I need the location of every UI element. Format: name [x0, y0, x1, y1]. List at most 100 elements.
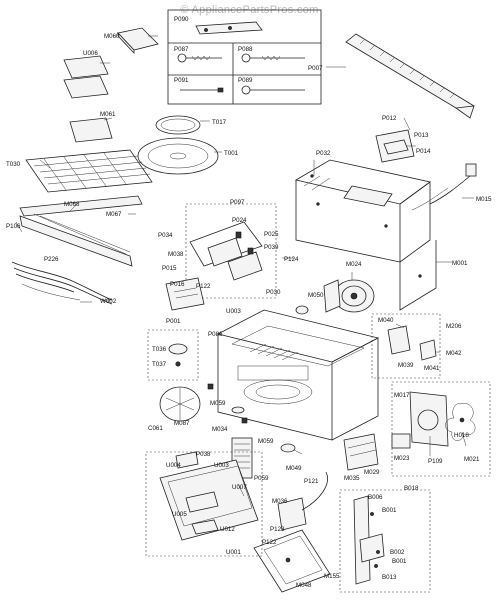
fastener-box	[167, 9, 322, 105]
label-p226: P226	[44, 256, 59, 263]
label-m015: M015	[476, 196, 492, 203]
vent-grille-p007	[345, 33, 475, 119]
label-p087: P087	[174, 46, 189, 53]
label-m035: M035	[344, 475, 360, 482]
label-p122a: P122	[196, 283, 211, 290]
control-panel-m068	[19, 195, 143, 267]
lead-lines	[15, 35, 474, 497]
label-u003a: U003	[226, 308, 241, 315]
label-p086: P086	[208, 331, 223, 338]
label-m087: M087	[174, 420, 190, 427]
coupler-t036	[147, 329, 199, 381]
label-p124: P124	[284, 256, 299, 263]
label-b006: B006	[368, 494, 383, 501]
label-u007: U007	[232, 484, 247, 491]
label-p030: P030	[266, 289, 281, 296]
cooling-fan-m038	[277, 471, 328, 531]
label-p024: P024	[232, 217, 247, 224]
label-m034: M034	[212, 426, 228, 433]
bracket-p012	[375, 129, 415, 163]
outer-cabinet-m001	[294, 159, 437, 311]
label-m023: M023	[394, 455, 410, 462]
label-p097: P097	[230, 199, 245, 206]
label-p123: P123	[270, 526, 285, 533]
label-u003b: U003	[214, 462, 229, 469]
label-m060: M060	[104, 33, 120, 40]
thermistor-m015	[411, 163, 477, 211]
label-m050: M050	[308, 292, 324, 299]
transformer-m029	[343, 433, 379, 471]
grease-filter-u006	[63, 55, 109, 99]
label-p013: P013	[414, 132, 429, 139]
label-u004: U004	[166, 462, 181, 469]
label-b018: B018	[404, 485, 419, 492]
label-u012: U012	[220, 526, 235, 533]
label-m021: M021	[464, 456, 480, 463]
label-p059: P059	[254, 475, 269, 482]
label-p001: P001	[166, 318, 181, 325]
label-m001: M001	[452, 260, 468, 267]
wire-harness-p226	[11, 261, 113, 305]
label-t001: T001	[224, 150, 239, 157]
label-u005: U005	[172, 511, 187, 518]
label-m059a: M059	[210, 400, 226, 407]
label-u006: U006	[83, 50, 98, 57]
label-p012: P012	[382, 115, 397, 122]
label-m041: M041	[424, 365, 440, 372]
label-p025: P025	[264, 231, 279, 238]
label-h018: H018	[454, 432, 469, 439]
label-p106: P106	[6, 223, 21, 230]
label-m039: M039	[398, 362, 414, 369]
label-p109: P109	[428, 458, 443, 465]
label-p121: P121	[304, 478, 319, 485]
label-t036: T036	[152, 346, 167, 353]
diode-m023	[391, 433, 411, 449]
label-u001: U001	[226, 549, 241, 556]
label-p034: P034	[158, 232, 173, 239]
label-m038: M038	[168, 251, 184, 258]
fan-motor-m024	[323, 272, 375, 313]
label-p089: P089	[238, 77, 253, 84]
label-m155: M155	[324, 573, 340, 580]
filter-m061	[69, 117, 113, 143]
label-p091: P091	[174, 77, 189, 84]
relay-assembly-m206	[371, 313, 441, 379]
latch-p001	[165, 277, 205, 311]
roller-ring-t017	[155, 115, 201, 135]
label-m048: M048	[296, 582, 312, 589]
label-t030: T030	[6, 161, 21, 168]
label-m029: M029	[364, 469, 380, 476]
label-b013: B013	[382, 574, 397, 581]
hinge-assembly-b018	[339, 489, 431, 593]
label-p122b: P122	[262, 539, 277, 546]
label-m049: M049	[286, 465, 302, 472]
label-m017: M017	[394, 392, 410, 399]
label-m068: M068	[64, 201, 80, 208]
charcoal-filter	[117, 27, 159, 55]
label-c061: C061	[148, 425, 163, 432]
label-m040: M040	[378, 317, 394, 324]
label-m036: M036	[272, 498, 288, 505]
base-tray-u001	[145, 451, 263, 557]
label-m206: M206	[446, 323, 462, 330]
label-p038: P038	[196, 451, 211, 458]
label-p090: P090	[174, 16, 189, 23]
label-b001b: B001	[392, 558, 407, 565]
label-m042: M042	[446, 350, 462, 357]
part-labels: M060 P090 U006 P087 P088 P091 P089 P007 …	[6, 16, 492, 589]
switch-assembly-p034	[185, 203, 277, 299]
label-p088: P088	[238, 46, 253, 53]
label-m061: M061	[100, 111, 116, 118]
label-t017: T017	[212, 119, 227, 126]
base-plate-m048	[253, 529, 331, 593]
label-t037: T037	[152, 361, 167, 368]
capacitor-m050	[295, 305, 309, 315]
label-w002: W002	[100, 298, 117, 305]
label-p015: P015	[162, 265, 177, 272]
label-p014: P014	[416, 148, 431, 155]
label-m024: M024	[346, 261, 362, 268]
stirrer-c061	[159, 386, 201, 422]
wire-w002	[21, 283, 81, 301]
label-p032: P032	[316, 150, 331, 157]
